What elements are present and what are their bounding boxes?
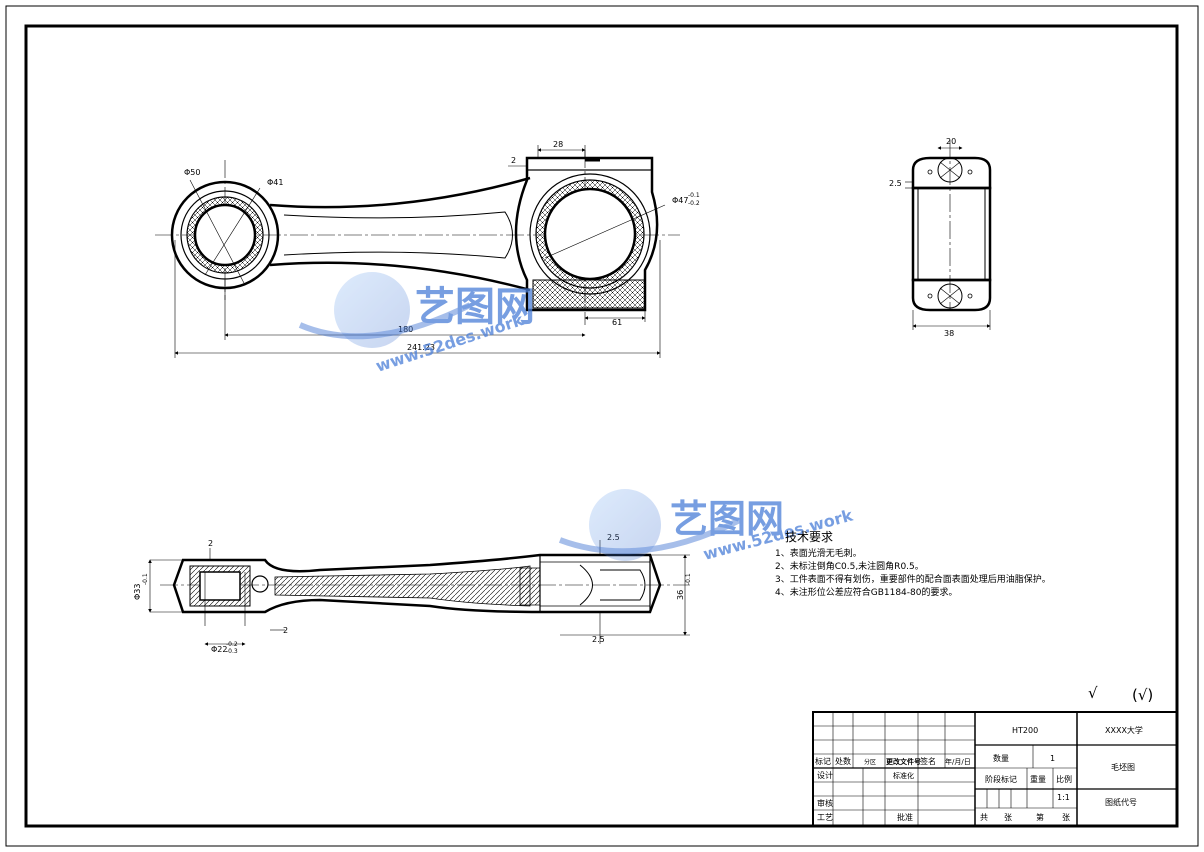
dim-phi33-tol: -0.1 [142, 573, 149, 585]
big-end-bore [543, 187, 637, 281]
total-label: 共 [980, 813, 988, 822]
tech-heading: 技术要求 [785, 530, 833, 544]
dim-241: 241.23 [407, 343, 435, 352]
tech-item-3: 3、工件表面不得有划伤，重要部件的配合面表面处理后用油脂保护。 [775, 573, 1051, 585]
dim-20: 20 [946, 137, 956, 146]
quantity-label: 数量 [993, 753, 1009, 763]
sign-label: 签名 [920, 756, 936, 766]
drawing-name: 毛坯图 [1111, 762, 1135, 772]
watermark-brand-top: 艺图网 [415, 284, 535, 330]
title-block-text: HT200 XXXX大学 数量 1 毛坯图 阶段标记 重量 比例 1:1 图纸代… [815, 725, 1143, 822]
dim-38: 38 [944, 329, 954, 338]
dim-36: 36 [676, 590, 685, 600]
dim-180: 180 [398, 325, 413, 334]
weight-label: 重量 [1030, 774, 1046, 784]
design-label: 设计 [817, 770, 833, 780]
roughness-symbol: √ [1088, 684, 1098, 702]
standard-label: 标准化 [893, 771, 914, 780]
material: HT200 [1012, 726, 1038, 735]
dim-phi47-tol-upper: -0.1 [688, 192, 700, 199]
dim-28: 28 [553, 140, 563, 149]
dim-phi47-tol-lower: -0.2 [688, 200, 700, 207]
watermark-brand-bottom: 艺图网 [670, 497, 784, 541]
page-unit: 张 [1062, 813, 1070, 822]
dim-b-2-right: 2 [283, 626, 288, 635]
tech-item-4: 4、未注形位公差应符合GB1184-80的要求。 [775, 586, 957, 598]
tech-item-1: 1、表面光滑无毛刺。 [775, 547, 862, 559]
sheet-unit: 张 [1004, 813, 1012, 822]
dim-b-2-5-bottom: 2.5 [592, 635, 605, 644]
dim-phi22-tol-lower: -0.3 [226, 648, 238, 655]
dim-phi50: Φ50 [184, 168, 200, 177]
bottom-view [148, 540, 690, 646]
roughness-paren: (√) [1132, 686, 1153, 704]
change-doc-label: 更改文件号 [886, 757, 921, 766]
review-label: 审核 [817, 798, 833, 808]
date-label: 年/月/日 [945, 757, 971, 766]
dim-phi22: Φ22 [211, 645, 227, 654]
watermark-top: 艺图网 www.52des.work [298, 272, 535, 376]
zone-label: 处数 [835, 756, 851, 766]
dim-36-tol: -0.1 [685, 573, 692, 585]
dim-b-2: 2 [208, 539, 213, 548]
tech-requirements: 技术要求 1、表面光滑无毛刺。 2、未标注倒角C0.5,未注圆角R0.5。 3、… [775, 530, 1051, 598]
title-block [812, 711, 1178, 827]
top-view-labels: Φ50 Φ41 28 2 Φ47 -0.1 -0.2 180 241.23 61 [184, 140, 700, 352]
mark-label: 标记 [815, 756, 831, 766]
drawing-frame [24, 24, 1179, 828]
outer-border [5, 5, 1199, 847]
dim-61: 61 [612, 318, 622, 327]
division-label: 分区 [864, 758, 876, 766]
dim-phi47: Φ47 [672, 196, 688, 205]
drawing-no-label: 图纸代号 [1105, 797, 1137, 807]
side-body [911, 186, 992, 282]
dim-2-5: 2.5 [889, 179, 902, 188]
dim-2: 2 [511, 156, 516, 165]
approve-label: 批准 [897, 812, 913, 822]
quantity-value: 1 [1050, 754, 1055, 763]
scale-label: 比例 [1056, 774, 1072, 784]
dim-phi41: Φ41 [267, 178, 283, 187]
page-label: 第 [1036, 812, 1044, 822]
big-end-outer [514, 156, 659, 312]
dim-phi22-tol-upper: -0.2 [226, 641, 238, 648]
side-view [905, 140, 992, 330]
scale-value: 1:1 [1057, 793, 1070, 802]
school: XXXX大学 [1105, 725, 1143, 735]
process-label: 工艺 [817, 813, 833, 822]
side-view-labels: 20 2.5 38 [889, 137, 956, 338]
tech-item-2: 2、未标注倒角C0.5,未注圆角R0.5。 [775, 560, 924, 572]
dim-phi33: Φ33 [133, 584, 142, 600]
stage-label: 阶段标记 [985, 774, 1017, 784]
small-end-bore [193, 203, 257, 267]
top-view [155, 145, 680, 358]
